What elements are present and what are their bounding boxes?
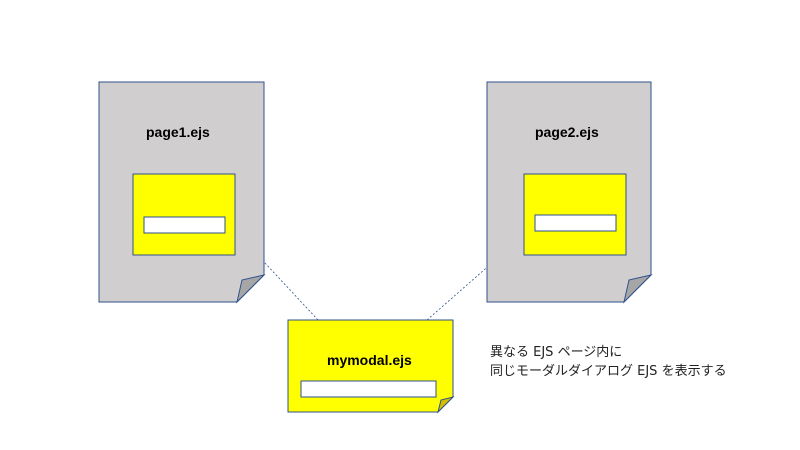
page1-title: page1.ejs <box>146 124 210 140</box>
page1-modal-box <box>132 173 236 256</box>
caption-line-1: 異なる EJS ページ内に <box>490 345 623 360</box>
modal-document <box>287 319 455 414</box>
page1-document <box>98 81 266 304</box>
page2-modal-input <box>534 214 617 232</box>
page2-document <box>486 81 653 304</box>
page1-modal-input <box>143 216 226 234</box>
modal-title: mymodal.ejs <box>327 352 412 368</box>
caption: 異なる EJS ページ内に 同じモーダルダイアログ EJS を表示する <box>490 343 727 381</box>
page2-title: page2.ejs <box>535 124 599 140</box>
caption-line-2: 同じモーダルダイアログ EJS を表示する <box>490 364 727 379</box>
modal-input <box>300 380 437 398</box>
